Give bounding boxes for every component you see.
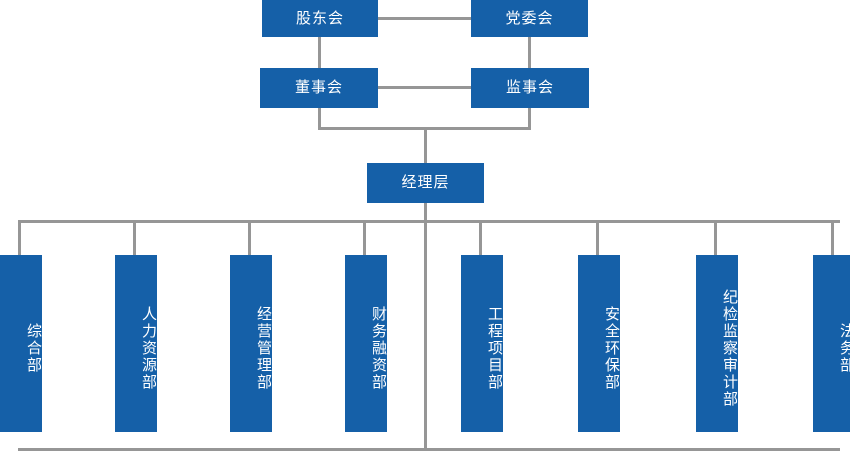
connector-drop-engineering-project xyxy=(479,220,482,255)
node-label: 财务融资部 xyxy=(370,306,387,391)
node-department-business-management[interactable]: 经营管理部 xyxy=(230,255,272,432)
node-label: 党委会 xyxy=(505,9,554,27)
node-shareholders-meeting[interactable]: 股东会 xyxy=(262,0,378,37)
connector-drop-safety-environment xyxy=(596,220,599,255)
connector-board-to-supervisors xyxy=(378,86,471,89)
connector-drop-business-management xyxy=(248,220,251,255)
node-label: 工程项目部 xyxy=(486,306,503,391)
node-manager-layer[interactable]: 经理层 xyxy=(367,163,484,203)
node-label: 综合部 xyxy=(25,323,42,374)
connector-shareholders-to-board xyxy=(318,37,321,68)
connector-department-bus xyxy=(18,220,840,223)
connector-board-down xyxy=(318,108,321,130)
node-label: 经营管理部 xyxy=(255,306,272,391)
node-label: 经理层 xyxy=(401,174,450,192)
node-department-safety-environment[interactable]: 安全环保部 xyxy=(578,255,620,432)
node-label: 股东会 xyxy=(295,9,344,27)
connector-supervisors-down xyxy=(528,108,531,130)
node-department-finance-financing[interactable]: 财务融资部 xyxy=(345,255,387,432)
node-department-discipline-audit[interactable]: 纪检监察审计部 xyxy=(696,255,738,432)
connector-drop-general-affairs xyxy=(18,220,21,255)
node-party-committee[interactable]: 党委会 xyxy=(471,0,588,37)
node-board-of-supervisors[interactable]: 监事会 xyxy=(471,68,589,108)
connector-central-spine xyxy=(424,220,427,450)
node-label: 人力资源部 xyxy=(140,306,157,391)
connector-shareholders-to-party xyxy=(378,17,471,20)
connector-drop-human-resources xyxy=(133,220,136,255)
connector-drop-discipline-audit xyxy=(714,220,717,255)
node-board-of-directors[interactable]: 董事会 xyxy=(260,68,378,108)
node-label: 纪检监察审计部 xyxy=(721,289,738,408)
node-label: 安全环保部 xyxy=(603,306,620,391)
node-department-general-affairs[interactable]: 综合部 xyxy=(0,255,42,432)
bottom-rule xyxy=(18,448,840,451)
node-label: 监事会 xyxy=(505,79,554,97)
connector-bus-to-manager xyxy=(424,127,427,163)
connector-drop-finance-financing xyxy=(363,220,366,255)
connector-party-to-supervisors xyxy=(528,37,531,68)
node-label: 法务部 xyxy=(838,323,850,374)
connector-manager-to-dept-bus xyxy=(424,203,427,222)
node-department-human-resources[interactable]: 人力资源部 xyxy=(115,255,157,432)
node-department-engineering-project[interactable]: 工程项目部 xyxy=(461,255,503,432)
node-label: 董事会 xyxy=(294,79,343,97)
node-department-legal-affairs[interactable]: 法务部 xyxy=(813,255,850,432)
connector-drop-legal-affairs xyxy=(831,220,834,255)
